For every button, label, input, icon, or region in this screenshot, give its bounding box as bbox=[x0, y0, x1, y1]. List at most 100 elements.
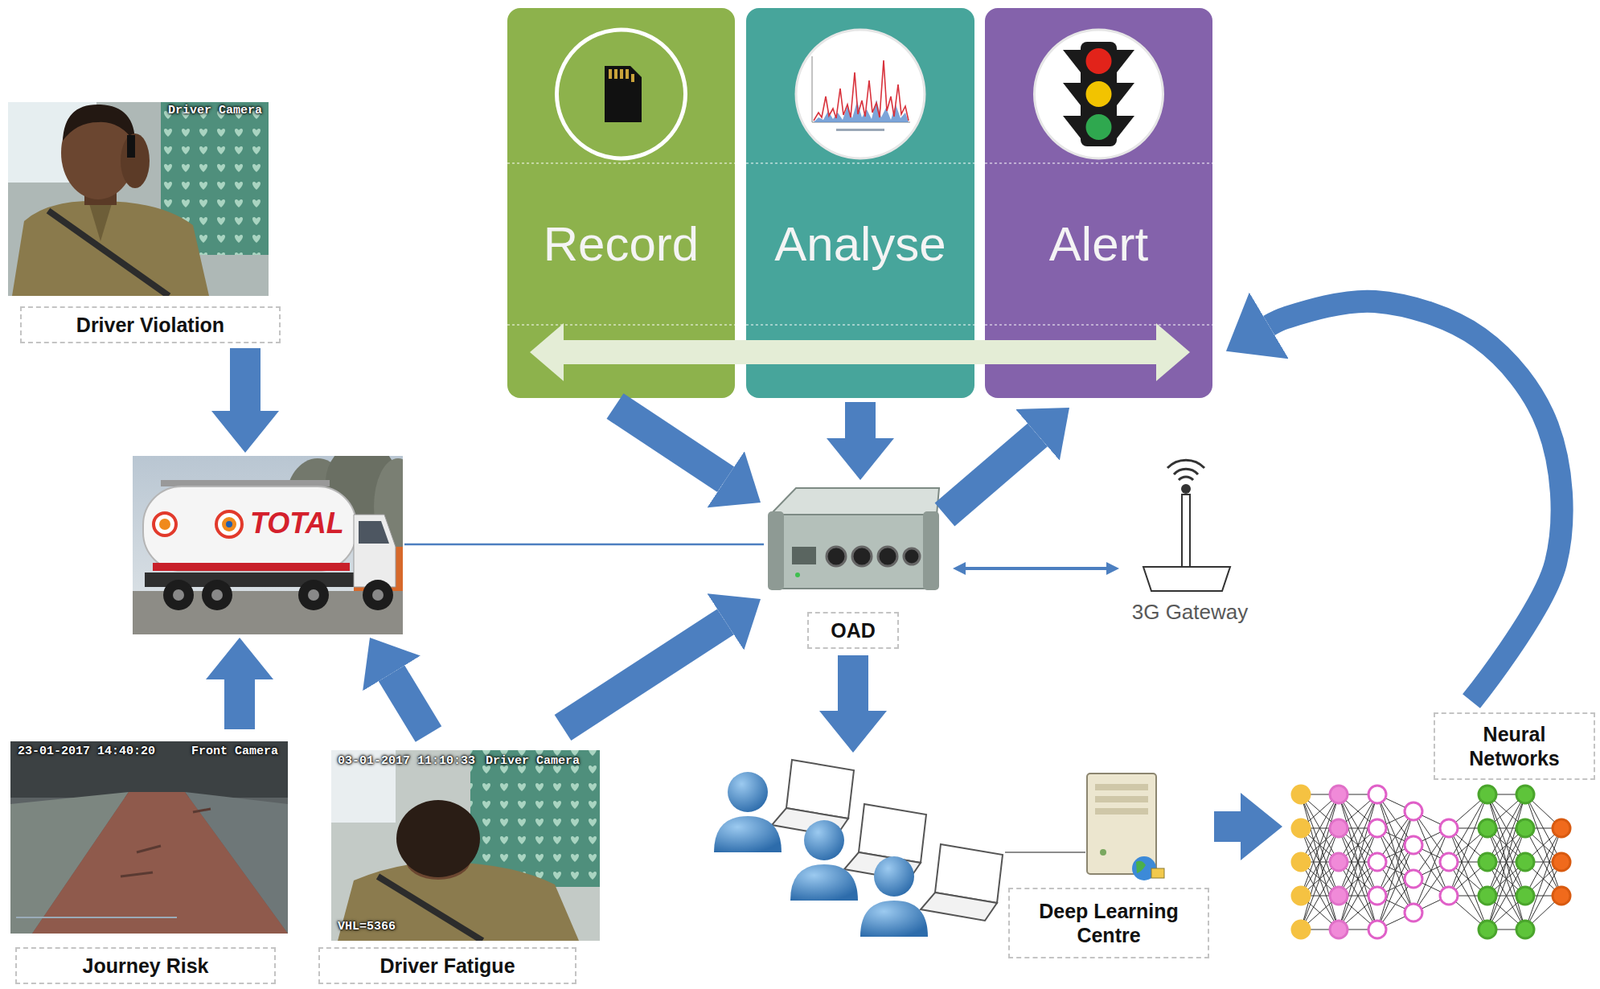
connector-line bbox=[404, 543, 764, 546]
journey-risk-photo bbox=[32, 791, 288, 934]
server-icon bbox=[1136, 861, 1146, 874]
traffic-light-icon bbox=[1116, 49, 1135, 73]
neural-network-graphic bbox=[1329, 785, 1348, 804]
neural-network-graphic bbox=[1552, 853, 1571, 871]
panel-backgrounds bbox=[984, 8, 1213, 398]
driver-violation-photo bbox=[127, 135, 136, 158]
tanker-truck-photo bbox=[362, 579, 394, 611]
neural-network-graphic bbox=[1440, 886, 1458, 905]
tanker-truck-photo bbox=[160, 480, 330, 487]
photo-caption: Driver Fatigue bbox=[318, 947, 577, 985]
neural-network-graphic bbox=[1368, 886, 1387, 905]
neural-network-graphic bbox=[1487, 828, 1526, 930]
neural-network-graphic bbox=[1478, 819, 1497, 837]
driver-fatigue-photo bbox=[331, 750, 600, 941]
tanker-truck-photo bbox=[153, 512, 177, 536]
label-anchor: VHL=5366 bbox=[337, 919, 396, 935]
neural-network-graphic bbox=[1300, 794, 1339, 896]
neural-network-graphic bbox=[1329, 853, 1348, 871]
journey-risk-photo bbox=[16, 916, 177, 919]
panel-backgrounds bbox=[746, 324, 975, 326]
traffic-light-icon bbox=[1034, 29, 1164, 159]
neural-network-graphic bbox=[1404, 836, 1423, 854]
panel-backgrounds bbox=[507, 324, 735, 326]
chart-icon bbox=[812, 56, 813, 123]
device-label: OAD bbox=[807, 611, 899, 649]
gateway-router-icon bbox=[1143, 566, 1231, 591]
sd-card-icon bbox=[604, 65, 642, 123]
driver-violation-photo bbox=[88, 201, 113, 242]
block-arrow bbox=[562, 621, 726, 728]
neural-network-graphic bbox=[1404, 802, 1423, 821]
tanker-photo: TOTAL bbox=[132, 455, 403, 635]
tanker-truck-photo bbox=[172, 589, 185, 601]
oad-device-icon bbox=[903, 548, 920, 565]
server-icon bbox=[1095, 783, 1149, 791]
driver-violation-photo bbox=[48, 210, 169, 296]
double-arrow bbox=[563, 340, 1157, 365]
neural-network-graphic bbox=[1448, 828, 1488, 930]
neural-network-graphic bbox=[1525, 828, 1562, 930]
sd-card-icon bbox=[557, 29, 686, 159]
record-panel: Record bbox=[507, 8, 735, 398]
panel-backgrounds bbox=[984, 162, 1213, 165]
driver-violation-photo bbox=[8, 102, 269, 296]
tanker-truck-photo bbox=[216, 511, 243, 538]
oad-device-icon bbox=[767, 488, 940, 591]
oad-device-icon bbox=[852, 546, 872, 567]
tanker-truck-photo bbox=[143, 486, 357, 571]
neural-network-graphic bbox=[1368, 920, 1387, 939]
users-laptops-icon bbox=[727, 771, 768, 813]
oad-device-icon bbox=[767, 511, 784, 591]
journey-risk-photo bbox=[10, 741, 288, 798]
neural-network-graphic bbox=[1338, 794, 1378, 896]
sd-card-icon bbox=[619, 69, 624, 79]
oad-device-icon bbox=[877, 546, 898, 567]
driver-fatigue-photo bbox=[396, 800, 480, 878]
driver-fatigue-photo bbox=[331, 750, 600, 941]
chart-icon bbox=[795, 29, 925, 159]
chart-icon bbox=[813, 60, 909, 121]
neural-network-graphic bbox=[1329, 920, 1348, 939]
tanker-truck-photo bbox=[132, 455, 403, 635]
oad-device: OAD bbox=[765, 482, 941, 649]
panel-title: Analyse bbox=[774, 215, 946, 274]
neural-network-graphic bbox=[1478, 785, 1497, 804]
neural-network-graphic bbox=[1368, 819, 1387, 837]
oad-device-icon bbox=[791, 546, 817, 565]
camera-overlay-text: 23-01-2017 14:40:20 bbox=[17, 744, 156, 759]
journey-risk-photo bbox=[10, 741, 288, 934]
curved-arrow bbox=[1268, 301, 1562, 702]
block-arrow bbox=[944, 434, 1038, 515]
label-anchor: Driver Camera bbox=[485, 754, 580, 769]
network-label: Neural Networks bbox=[1433, 712, 1596, 780]
neural-network-graphic bbox=[1300, 794, 1339, 896]
sd-card-icon bbox=[557, 29, 686, 159]
block-arrow bbox=[837, 655, 869, 711]
traffic-light-icon bbox=[1116, 82, 1135, 106]
users-laptops-icon bbox=[860, 900, 928, 937]
alert-panel: Alert bbox=[984, 8, 1213, 398]
neural-network-graphic bbox=[1292, 785, 1571, 939]
neural-network-graphic bbox=[1404, 869, 1423, 888]
neural-network-graphic bbox=[1525, 794, 1562, 896]
server-icon bbox=[1099, 849, 1107, 856]
gateway-router-icon bbox=[1173, 468, 1198, 475]
panel-backgrounds bbox=[746, 162, 975, 165]
panel-title: Alert bbox=[1049, 215, 1149, 274]
server-icon bbox=[1087, 773, 1165, 881]
neural-network-graphic bbox=[1516, 920, 1535, 939]
neural-network-graphic bbox=[1448, 794, 1488, 896]
photo-card: Driver Fatigue bbox=[318, 750, 600, 985]
neural-network-graphic bbox=[1300, 828, 1339, 930]
oad-device-icon bbox=[826, 546, 846, 567]
block-arrow bbox=[391, 672, 429, 735]
panel-backgrounds bbox=[507, 162, 735, 165]
neural-network-graphic bbox=[1516, 819, 1535, 837]
neural-network-graphic bbox=[1368, 853, 1387, 871]
tanker-truck-photo bbox=[353, 514, 396, 587]
traffic-light-icon bbox=[1086, 81, 1112, 107]
label-anchor: 23-01-2017 14:40:20 bbox=[17, 744, 156, 759]
